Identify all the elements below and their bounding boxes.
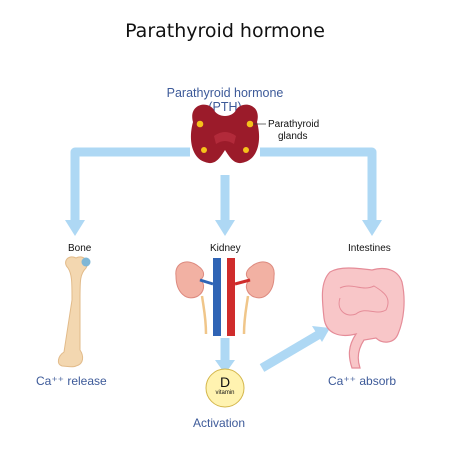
arrow-to-bone bbox=[70, 147, 190, 222]
thyroid-icon bbox=[190, 104, 266, 164]
vitamin-d-icon bbox=[205, 368, 245, 408]
ca-absorb-label: Ca⁺⁺ absorb bbox=[328, 374, 397, 388]
vitamin-word: vitamin bbox=[215, 390, 235, 396]
pth-label: Parathyroid hormone bbox=[166, 86, 284, 100]
intestines-label: Intestines bbox=[348, 243, 391, 254]
glands-label-line2: glands bbox=[278, 131, 308, 142]
activation-label: Activation bbox=[193, 416, 246, 430]
pth-arrows bbox=[70, 147, 377, 372]
arrow-to-absorb bbox=[259, 331, 321, 372]
pth-abbrev: (PTH) bbox=[208, 100, 242, 114]
bone-icon bbox=[57, 256, 91, 368]
ca-release-label: Ca⁺⁺ release bbox=[36, 374, 107, 388]
parathyroid-glands-icon bbox=[196, 120, 254, 153]
glands-label-line1: Parathyroid bbox=[268, 119, 320, 130]
bone-label: Bone bbox=[68, 243, 92, 254]
arrow-to-intestines bbox=[260, 147, 377, 222]
diagram-title: Parathyroid hormone bbox=[125, 20, 325, 42]
intestines-icon bbox=[321, 267, 405, 369]
kidney-icon bbox=[175, 258, 275, 336]
vitamin-letter: D bbox=[219, 374, 231, 390]
arrow-heads bbox=[65, 220, 382, 374]
kidney-label: Kidney bbox=[210, 243, 241, 254]
